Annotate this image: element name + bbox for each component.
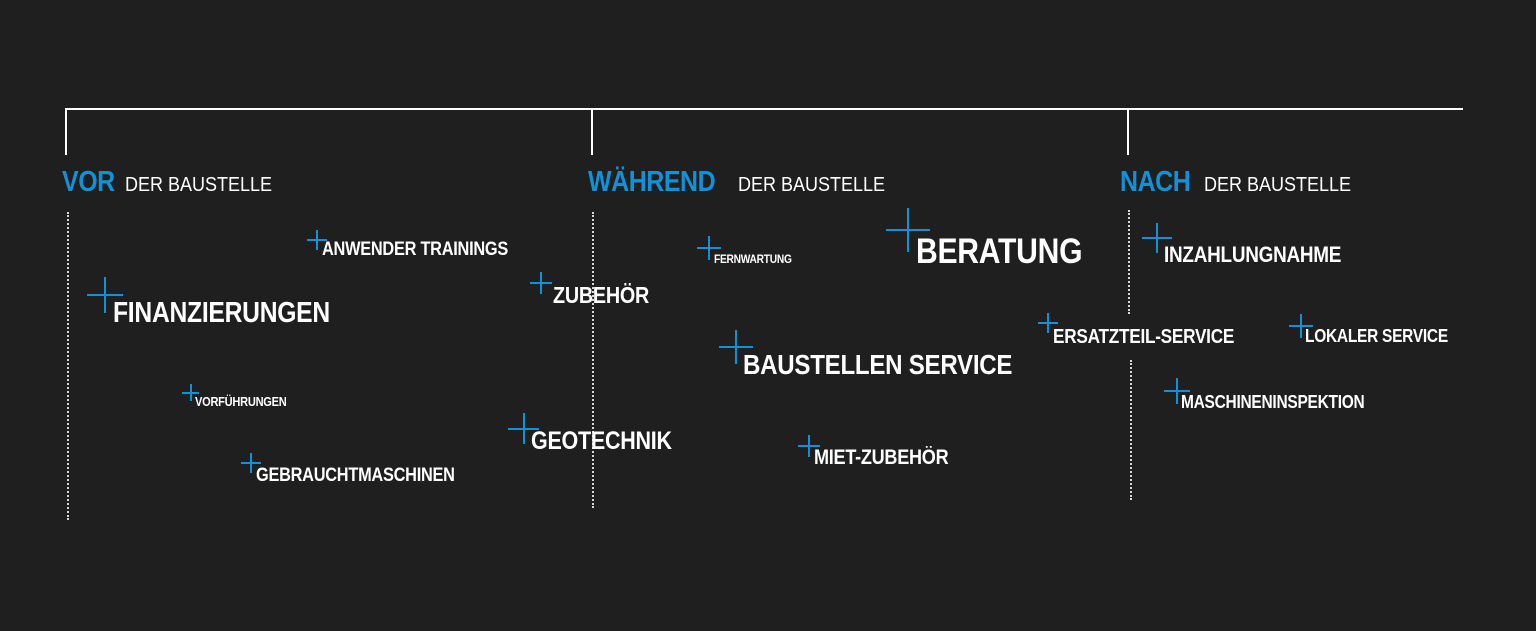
service-label: INZAHLUNGNAHME [1164,242,1342,267]
phase-keyword: VOR [62,166,115,198]
timeline-bar [65,108,1463,110]
phase-tick-nach [1127,108,1129,155]
phase-tick-waehrend [591,108,593,155]
phase-keyword: NACH [1120,166,1191,198]
phase-title-nach: NACH DER BAUSTELLE [1120,166,1367,199]
service-label: ANWENDER TRAININGS [322,239,508,260]
service-label: BAUSTELLEN SERVICE [743,349,1013,380]
dotted-divider-nach-upper [1128,210,1130,314]
phase-title-vor: VOR DER BAUSTELLE [62,166,289,199]
service-label: MASCHINENINSPEKTION [1181,392,1365,412]
phase-subtitle: DER BAUSTELLE [1203,174,1351,196]
service-label: VORFÜHRUNGEN [195,394,287,409]
service-label: FINANZIERUNGEN [113,297,330,329]
service-label: GEOTECHNIK [531,427,672,455]
dotted-divider-waehrend [592,212,594,508]
phase-title-waehrend: WÄHREND DER BAUSTELLE [588,166,901,199]
plus-icon [530,272,552,294]
service-label: ZUBEHÖR [553,282,649,308]
phase-tick-vor [65,108,67,155]
phase-subtitle: DER BAUSTELLE [737,174,885,196]
service-label: ERSATZTEIL-SERVICE [1053,326,1235,348]
phase-subtitle: DER BAUSTELLE [125,174,273,196]
service-label: MIET-ZUBEHÖR [814,446,949,469]
phase-keyword: WÄHREND [588,166,716,198]
service-label: BERATUNG [916,232,1083,271]
service-label: FERNWARTUNG [714,252,792,266]
service-label: LOKALER SERVICE [1305,326,1448,346]
dotted-divider-vor [67,212,69,520]
service-label: GEBRAUCHTMASCHINEN [256,465,455,486]
dotted-divider-nach-lower [1130,360,1132,500]
